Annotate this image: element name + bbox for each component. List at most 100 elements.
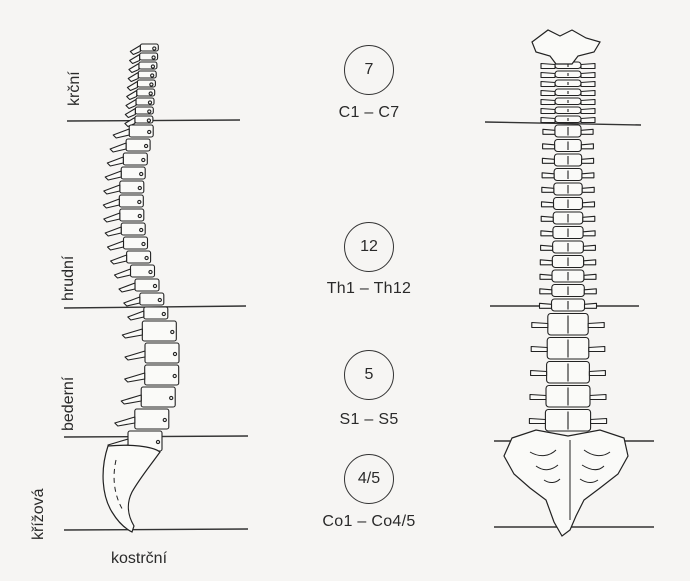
front-spine-illustration [529, 62, 606, 431]
lateral-spinous-process [129, 64, 139, 73]
lateral-spinous-process [125, 351, 145, 360]
lateral-spinous-process [103, 199, 119, 208]
lateral-spinous-process [127, 91, 137, 100]
vertebra-count-circle: 7 [344, 45, 394, 95]
front-transverse-process-right [584, 260, 596, 265]
coccyx-label: kostrční [111, 550, 167, 568]
front-transverse-process-right [589, 347, 605, 352]
vertebra-range-label: C1 – C7 [299, 104, 439, 122]
lateral-spinous-process [127, 82, 137, 91]
lateral-facet-dot [148, 110, 151, 113]
lateral-facet-dot [162, 312, 165, 315]
front-transverse-process-right [581, 91, 595, 96]
lateral-facet-dot [145, 144, 148, 147]
front-transverse-process-left [540, 303, 552, 308]
lateral-sacrum-coccyx [103, 445, 160, 532]
front-transverse-process-left [540, 260, 552, 265]
front-atlas-top [532, 30, 600, 64]
region-name-cervical: krční [66, 71, 84, 106]
lateral-spinous-process [108, 241, 124, 250]
divider-line-cervical-left [67, 120, 240, 121]
front-transverse-process-left [542, 173, 554, 178]
lateral-facet-dot [153, 47, 156, 50]
lateral-facet-dot [152, 56, 155, 59]
front-transverse-process-right [589, 371, 605, 376]
front-transverse-process-right [582, 173, 594, 178]
lateral-spinous-process [111, 255, 127, 264]
vertebra-count-circle: 12 [344, 222, 394, 272]
front-transverse-process-right [581, 109, 595, 114]
lateral-spinous-process [104, 185, 120, 194]
front-transverse-process-right [584, 274, 596, 279]
front-transverse-process-right [583, 202, 595, 207]
lateral-spinous-process [105, 227, 121, 236]
lateral-facet-dot [149, 92, 152, 95]
lateral-facet-dot [151, 65, 154, 68]
lateral-facet-dot [163, 418, 166, 421]
front-sacrum [504, 430, 628, 536]
lateral-spinous-process [124, 297, 140, 306]
lateral-spinous-process [104, 213, 120, 222]
front-transverse-process-right [581, 73, 595, 78]
front-transverse-process-left [542, 202, 554, 207]
lateral-spinous-process [110, 143, 126, 152]
front-transverse-process-right [583, 245, 595, 250]
region-name-sacral: křížová [30, 488, 48, 540]
lateral-spinous-process [130, 55, 140, 64]
lateral-facet-dot [140, 228, 143, 231]
front-transverse-process-right [581, 100, 595, 105]
front-transverse-process-left [541, 100, 555, 105]
lateral-spinous-process [125, 109, 135, 118]
front-transverse-process-right [581, 129, 593, 134]
lateral-facet-dot [171, 330, 174, 333]
front-transverse-process-left [543, 129, 555, 134]
front-transverse-process-right [581, 118, 595, 123]
lateral-facet-dot [158, 298, 161, 301]
lateral-spinous-process [125, 373, 145, 382]
lateral-spine-illustration [103, 44, 179, 451]
lateral-facet-dot [138, 186, 141, 189]
lateral-facet-dot [138, 200, 141, 203]
lateral-facet-dot [170, 396, 173, 399]
front-transverse-process-right [588, 323, 604, 328]
vertebra-range-label: S1 – S5 [299, 411, 439, 429]
front-transverse-process-left [529, 419, 545, 424]
front-transverse-process-right [583, 231, 595, 236]
region-name-lumbar: bederní [60, 377, 78, 431]
lateral-facet-dot [149, 270, 152, 273]
front-transverse-process-left [541, 64, 555, 69]
front-transverse-process-left [540, 289, 552, 294]
front-transverse-process-right [582, 158, 594, 163]
lateral-facet-dot [148, 101, 151, 104]
front-transverse-process-right [583, 216, 595, 221]
lateral-spinous-process [122, 329, 142, 338]
lateral-spinous-process [130, 46, 140, 55]
front-transverse-process-left [541, 231, 553, 236]
lateral-spinous-process [115, 269, 131, 278]
lateral-facet-dot [140, 172, 143, 175]
front-transverse-process-left [540, 274, 552, 279]
front-transverse-process-right [581, 144, 593, 149]
front-transverse-process-left [541, 73, 555, 78]
lateral-spinous-process [128, 73, 138, 82]
lateral-facet-dot [156, 440, 159, 443]
lateral-spinous-process [126, 100, 136, 109]
lateral-spinous-process [105, 171, 121, 180]
lateral-facet-dot [142, 242, 145, 245]
front-transverse-process-left [541, 109, 555, 114]
lateral-facet-dot [148, 130, 151, 133]
lateral-facet-dot [173, 374, 176, 377]
lateral-facet-dot [145, 256, 148, 259]
front-transverse-process-right [581, 82, 595, 87]
vertebra-count-circle: 5 [344, 350, 394, 400]
front-transverse-process-left [531, 347, 547, 352]
front-transverse-process-left [531, 371, 547, 376]
front-transverse-process-left [530, 395, 546, 400]
lateral-spinous-process [115, 417, 135, 426]
front-transverse-process-right [585, 303, 597, 308]
front-transverse-process-left [541, 216, 553, 221]
front-transverse-process-right [590, 395, 606, 400]
front-transverse-process-left [541, 245, 553, 250]
vertebra-count-circle: 4/5 [344, 454, 394, 504]
